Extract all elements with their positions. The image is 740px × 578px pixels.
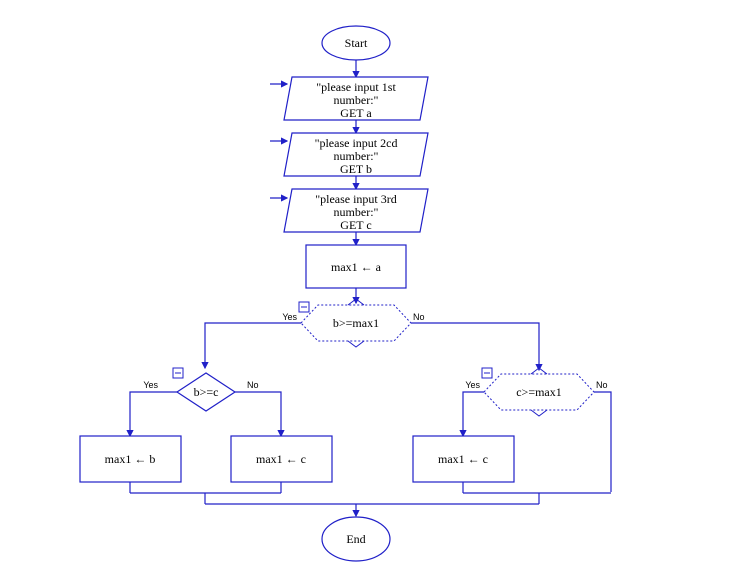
input1-line-2: number:" [334,93,379,107]
decision-b-max-yes-label: Yes [282,312,297,322]
end-label: End [346,532,365,546]
assign-c-right-label: max1 ← c [438,452,488,466]
connector-b-c-no [235,391,285,438]
input2-line-1: "please input 2cd [315,136,398,150]
input3-line-3: GET c [340,218,371,232]
collapse-toggle-icon[interactable] [172,367,184,379]
decision-c-max-label: c>=max1 [516,385,562,399]
connectors [126,60,612,518]
start-node: Start [321,25,391,61]
decision-b-c-no-label: No [247,380,259,390]
collapse-toggle-icon[interactable] [481,367,493,379]
input3-node: "please input 3rd number:" GET c [283,188,429,233]
end-node: End [321,516,391,562]
connector-c-max-yes [459,391,484,438]
decision-b-max-label: b>=max1 [333,316,379,330]
collapse-toggle-icon[interactable] [298,301,310,313]
decision-c-max-yes-label: Yes [465,380,480,390]
assign-b-label: max1 ← b [105,452,156,466]
assign-c-left-label: max1 ← c [256,452,306,466]
decision-b-c-yes-label: Yes [143,380,158,390]
decision-b-c-node[interactable]: b>=c Yes No [143,372,259,412]
connector-yes-branch-left [201,322,301,370]
assign-a-label: max1 ← a [331,260,382,274]
connector-c-max-no [594,391,612,492]
input1-line-1: "please input 1st [316,80,396,94]
assign-c-left-node: max1 ← c [230,435,333,483]
decision-b-c-label: b>=c [194,385,219,399]
input2-line-3: GET b [340,162,372,176]
decision-b-max-no-label: No [413,312,425,322]
assign-a-node: max1 ← a [305,244,407,289]
decision-b-max-node[interactable]: b>=max1 Yes No [282,298,425,348]
start-label: Start [345,36,368,50]
decision-c-max-no-label: No [596,380,608,390]
assign-c-right-node: max1 ← c [412,435,515,483]
input1-line-3: GET a [340,106,372,120]
input1-node: "please input 1st number:" GET a [283,76,429,121]
input3-line-2: number:" [334,205,379,219]
connector-b-c-yes [126,391,177,438]
connector-no-branch-right [411,322,543,372]
input2-line-2: number:" [334,149,379,163]
decision-c-max-node[interactable]: c>=max1 Yes No [465,367,608,417]
assign-b-node: max1 ← b [79,435,182,483]
input3-line-1: "please input 3rd [315,192,397,206]
input2-node: "please input 2cd number:" GET b [283,132,429,177]
